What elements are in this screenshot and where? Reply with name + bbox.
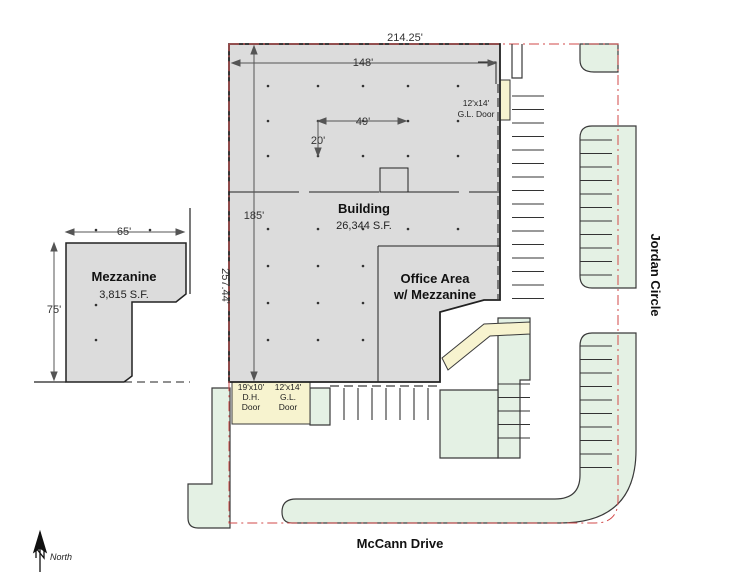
dim-185-arrow-top	[250, 44, 258, 55]
dim-20-arrow-bottom	[314, 147, 322, 158]
building-area: 26,344 S.F.	[336, 220, 392, 232]
south-door-a-size: 19'x10'	[238, 382, 265, 392]
dim-building-width: 148'	[353, 57, 373, 69]
south-door-b-label: Door	[279, 402, 298, 412]
dim-75-arrow-bottom	[50, 371, 58, 382]
mezzanine-column-dot	[148, 228, 152, 232]
column-dot	[316, 301, 320, 305]
column-dot	[361, 301, 365, 305]
walkway-diagonal	[441, 321, 531, 371]
south-door-b-type: G.L.	[280, 392, 296, 402]
dim-65-arrow-right	[175, 228, 186, 236]
building-label: Building	[338, 201, 390, 216]
dim-185-arrow-bottom	[250, 371, 258, 382]
dim-75-arrow-top	[50, 241, 58, 252]
dim-lot-depth: 257.44'	[219, 268, 231, 304]
landscape-south-west	[309, 387, 331, 426]
office-mezzanine-label: w/ Mezzanine	[393, 287, 476, 302]
mezzanine-column-dot	[94, 228, 98, 232]
column-dot	[361, 227, 365, 231]
column-dot	[361, 264, 365, 268]
column-dot	[406, 154, 410, 158]
east-door-type: G.L. Door	[458, 109, 495, 119]
dim-lot-width: 214.25'	[387, 32, 423, 44]
column-dot	[406, 227, 410, 231]
dim-building-depth: 185'	[244, 210, 264, 222]
column-dot	[266, 338, 270, 342]
street-jordan-circle: Jordan Circle	[648, 233, 663, 316]
mezzanine-column-dot	[94, 303, 98, 307]
corner-notch	[478, 61, 497, 84]
column-dot	[266, 264, 270, 268]
curb-north-east	[511, 44, 523, 79]
south-door-a-type: D.H.	[243, 392, 260, 402]
landscape-south-strip	[439, 389, 499, 459]
column-dot	[316, 227, 320, 231]
column-dot	[406, 119, 410, 123]
column-dot	[266, 154, 270, 158]
mezzanine-column-dot	[94, 338, 98, 342]
north-arrow-icon	[32, 529, 48, 572]
column-dot	[361, 338, 365, 342]
column-dot	[266, 227, 270, 231]
column-dot	[456, 84, 460, 88]
walkway-south-doors	[231, 381, 311, 425]
dim-mezzanine-depth: 75'	[47, 304, 61, 316]
column-dot	[456, 154, 460, 158]
column-dot	[266, 119, 270, 123]
property-line	[228, 43, 619, 524]
column-dot	[361, 154, 365, 158]
dim-49-arrow-left	[316, 117, 327, 125]
column-dot	[316, 338, 320, 342]
dimension-lines	[50, 44, 498, 382]
column-dot	[456, 119, 460, 123]
column-dot	[456, 227, 460, 231]
north-label: North	[50, 552, 72, 562]
office-area-outline	[378, 245, 501, 382]
office-area-label: Office Area	[401, 271, 471, 286]
south-door-b-size: 12'x14'	[275, 382, 302, 392]
column-dot	[266, 301, 270, 305]
dim-mezzanine-width: 65'	[117, 226, 131, 238]
dim-bay-width: 49'	[356, 116, 370, 128]
column-dot	[406, 84, 410, 88]
curb-lines	[330, 44, 523, 387]
dim-148-arrow-left	[230, 59, 241, 67]
east-door-size: 12'x14'	[463, 98, 490, 108]
interior-box	[379, 167, 409, 193]
parking-stalls	[343, 95, 612, 469]
mezzanine-footprint	[65, 242, 187, 383]
column-dot	[266, 84, 270, 88]
dim-148-arrow-right	[487, 59, 498, 67]
mezzanine-label: Mezzanine	[91, 269, 156, 284]
street-mccann-drive: McCann Drive	[357, 536, 444, 551]
dim-bay-depth: 20'	[311, 135, 325, 147]
column-dot	[361, 84, 365, 88]
south-door-a-label: Door	[242, 402, 261, 412]
dim-49-arrow-right	[397, 117, 408, 125]
landscape-island-top-right	[579, 43, 619, 73]
dim-65-arrow-left	[64, 228, 75, 236]
landscape-left-strip	[187, 387, 231, 529]
landscape-east-walk	[497, 317, 531, 459]
column-dot	[316, 264, 320, 268]
mezzanine-area: 3,815 S.F.	[99, 289, 149, 301]
walkways	[231, 79, 531, 425]
column-dot	[316, 84, 320, 88]
